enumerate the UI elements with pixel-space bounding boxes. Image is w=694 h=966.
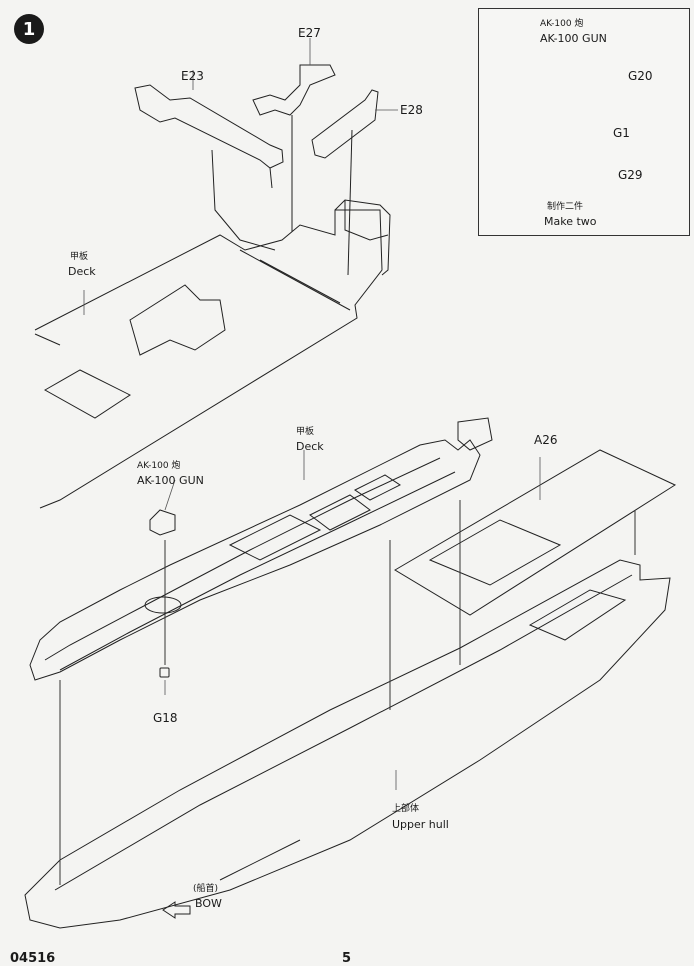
bow-label-en: BOW [195,897,222,910]
inset-note-en: Make two [544,215,597,228]
upper-hull-label-cn: 上部体 [392,804,420,814]
part-label-e27: E27 [298,26,321,40]
deck-hull-label-cn: 甲板 [296,427,315,437]
deck-top-label-cn: 甲板 [70,252,89,262]
inset-part-g1: G1 [613,126,630,140]
deck-hull-label-en: Deck [296,440,324,453]
part-label-a26: A26 [534,433,558,447]
part-label-e28: E28 [400,103,423,117]
deck-top-label-en: Deck [68,265,96,278]
inset-note-cn: 制作二件 [547,202,584,212]
deckhouse-block [334,199,391,276]
part-e28 [311,89,379,276]
ak100-gun-on-hull [149,509,176,678]
part-label-e23: E23 [181,69,204,83]
ak100-gun-inset [478,8,690,236]
gun-label-cn: AK-100 炮 [137,461,181,471]
part-e23 [134,84,284,251]
inset-title-cn: AK-100 炮 [540,19,584,29]
bow-label-cn: (船首) [193,884,219,894]
upper-hull [24,559,671,929]
part-e27 [252,64,336,232]
assembly-arrows [59,150,636,885]
inset-part-g20: G20 [628,69,653,83]
footer-page-number: 5 [342,951,352,966]
inset-title-en: AK-100 GUN [540,32,607,45]
upper-hull-label-en: Upper hull [392,818,449,831]
footer-page-code: 04516 [10,951,56,966]
part-a26 [394,449,677,616]
step-number-badge: 1 [14,14,44,44]
part-label-g18: G18 [153,711,178,725]
hull-deck [29,417,493,681]
inset-part-g29: G29 [618,168,643,182]
gun-label-en: AK-100 GUN [137,474,204,487]
